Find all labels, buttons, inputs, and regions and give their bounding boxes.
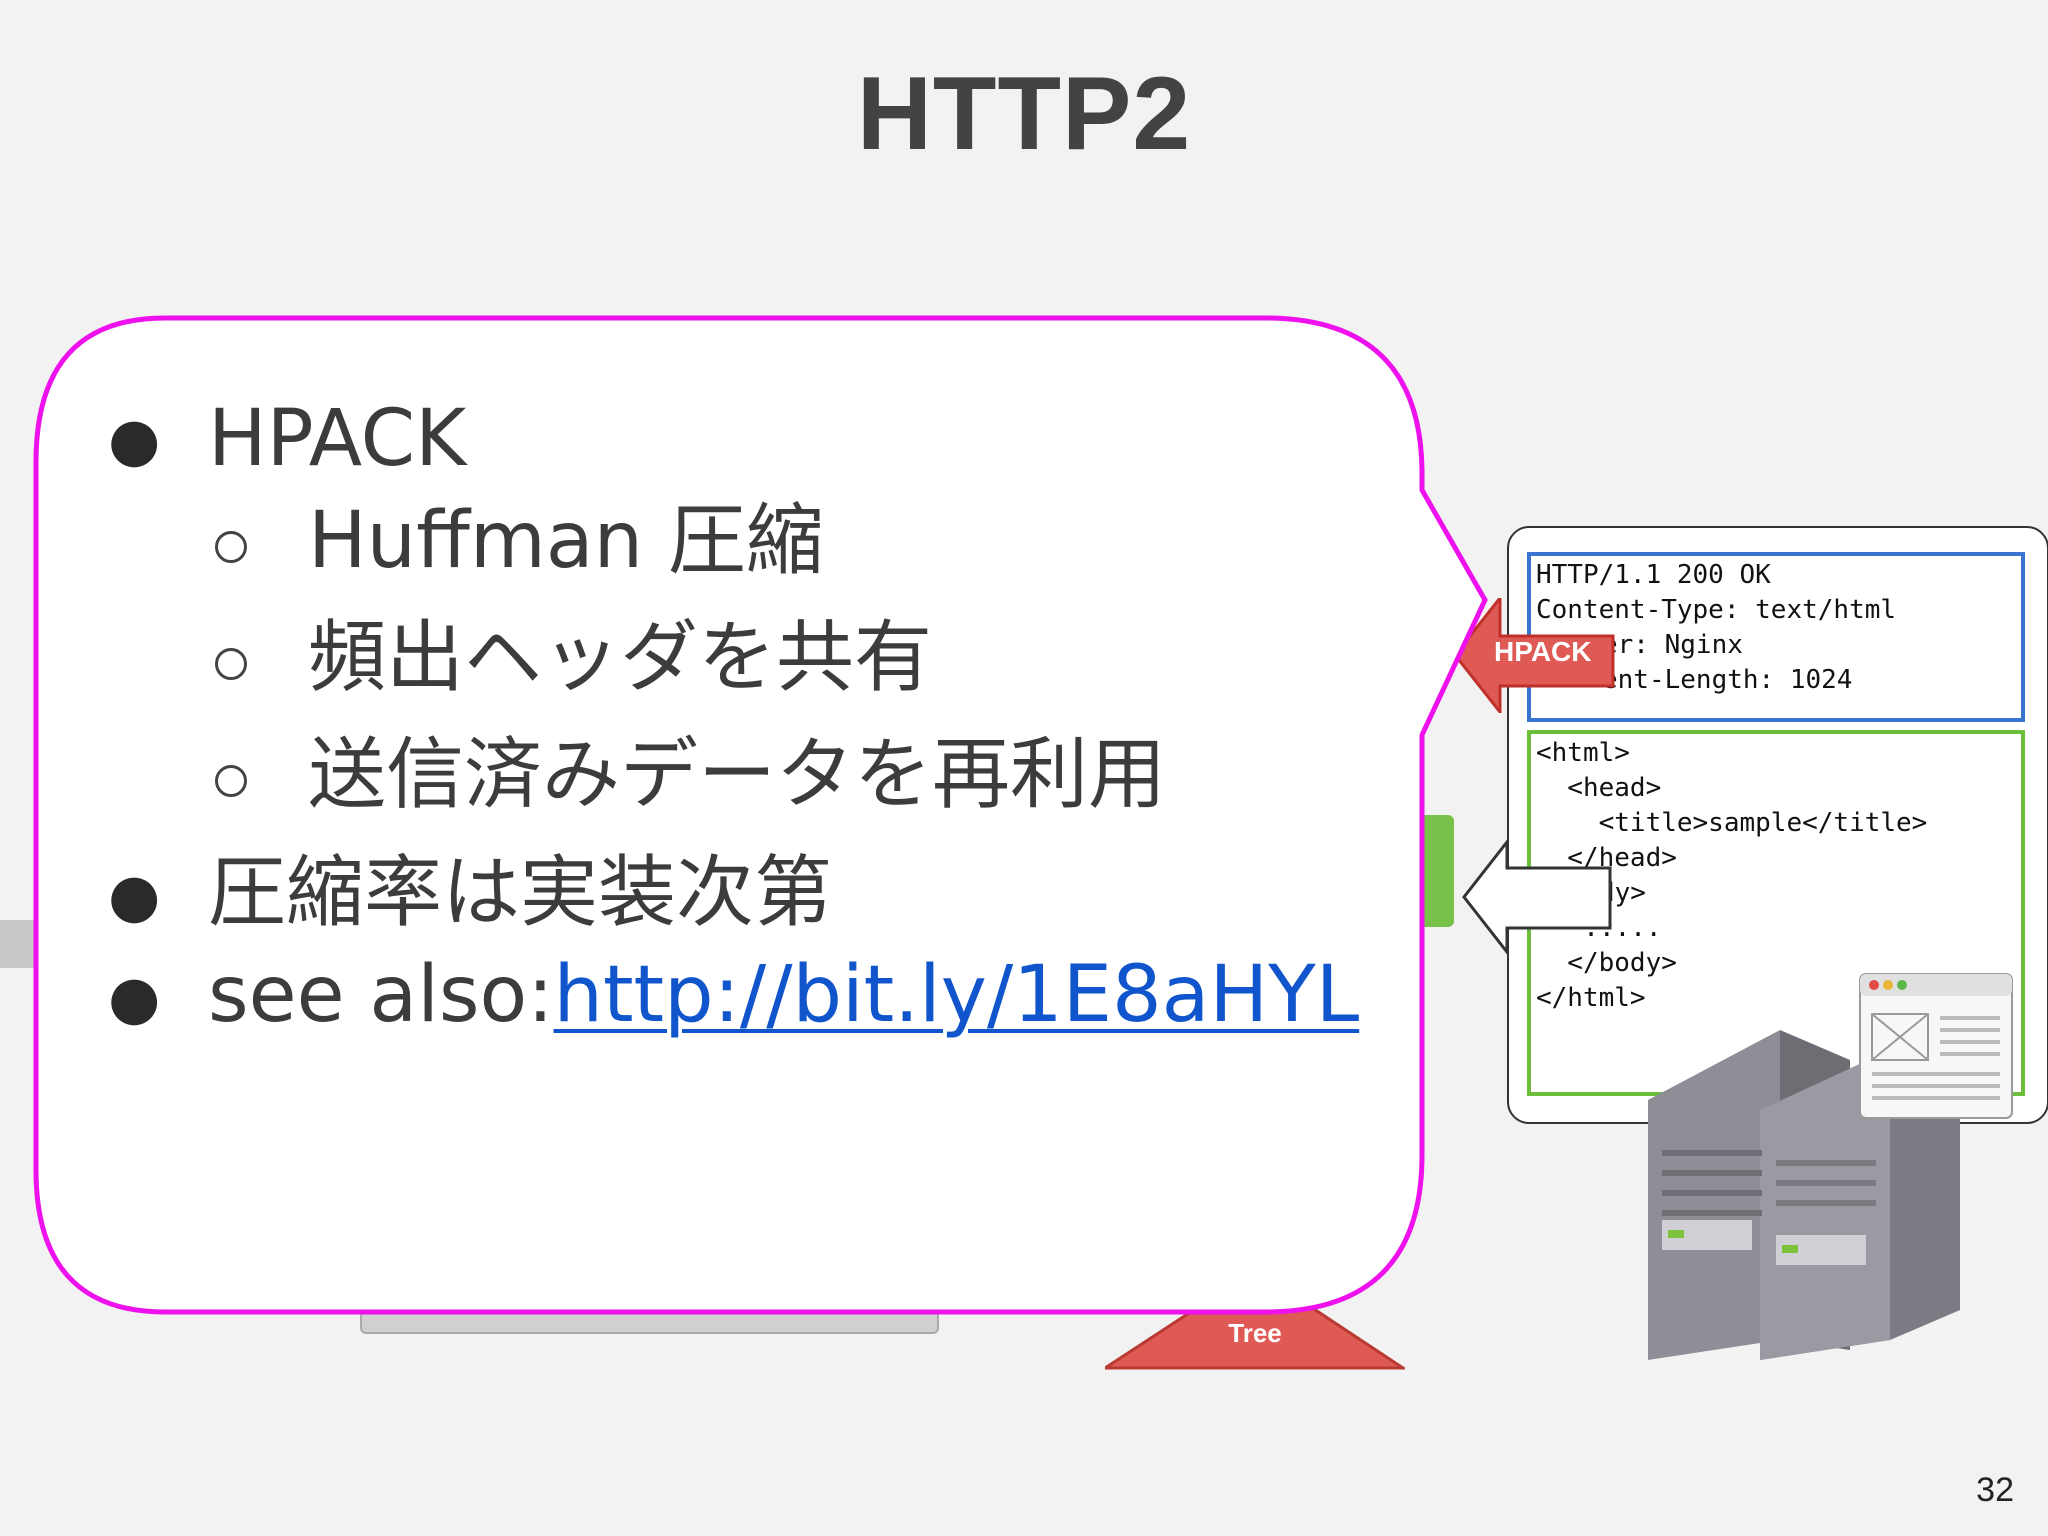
sub-bullet-circle [215, 531, 247, 563]
body-line: </body> [1536, 948, 1677, 978]
header-line: Content-Type: text/html [1536, 595, 1897, 625]
hpack-arrow-icon [1455, 598, 1615, 713]
sub-bullet-circle [215, 765, 247, 797]
tree-triangle-icon [1105, 1270, 1405, 1370]
sub-bullet-item: 頻出ヘッダを共有 [308, 613, 933, 703]
page-number: 32 [1976, 1471, 2014, 1509]
hpack-arrow-label: HPACK [1494, 636, 1592, 667]
server-rack-icon [1648, 1030, 1960, 1360]
sub-bullet-item: 送信済みデータを再利用 [308, 730, 1167, 820]
body-line: </html> [1536, 983, 1646, 1013]
bullet-item: HPACK [208, 394, 467, 484]
slide-title: HTTP2 [856, 56, 1192, 172]
left-arrow-icon [1462, 840, 1612, 955]
laptop-edge [0, 920, 40, 968]
bullet-dot: ● [108, 963, 161, 1033]
header-line: ent-Length: 1024 [1602, 665, 1853, 695]
header-line: HTTP/1.1 200 OK [1536, 560, 1771, 590]
body-line: <html> [1536, 738, 1630, 768]
tree-label: Tree [1228, 1318, 1282, 1348]
body-line: <head> [1536, 773, 1662, 803]
sub-bullet-circle [215, 648, 247, 680]
see-also-link[interactable]: http://bit.ly/1E8aHYL [553, 950, 1360, 1040]
bullet-item-see-also: see also:http://bit.ly/1E8aHYL [208, 956, 1359, 1034]
bullet-dot: ● [108, 861, 161, 931]
bullet-dot: ● [108, 405, 161, 475]
body-line: <title>sample</title> [1536, 808, 1928, 838]
see-also-label: see also: [208, 950, 554, 1040]
browser-window-icon [1859, 973, 2013, 1119]
bullet-item: 圧縮率は実装次第 [208, 848, 833, 938]
sub-bullet-item: Huffman 圧縮 [308, 496, 824, 586]
